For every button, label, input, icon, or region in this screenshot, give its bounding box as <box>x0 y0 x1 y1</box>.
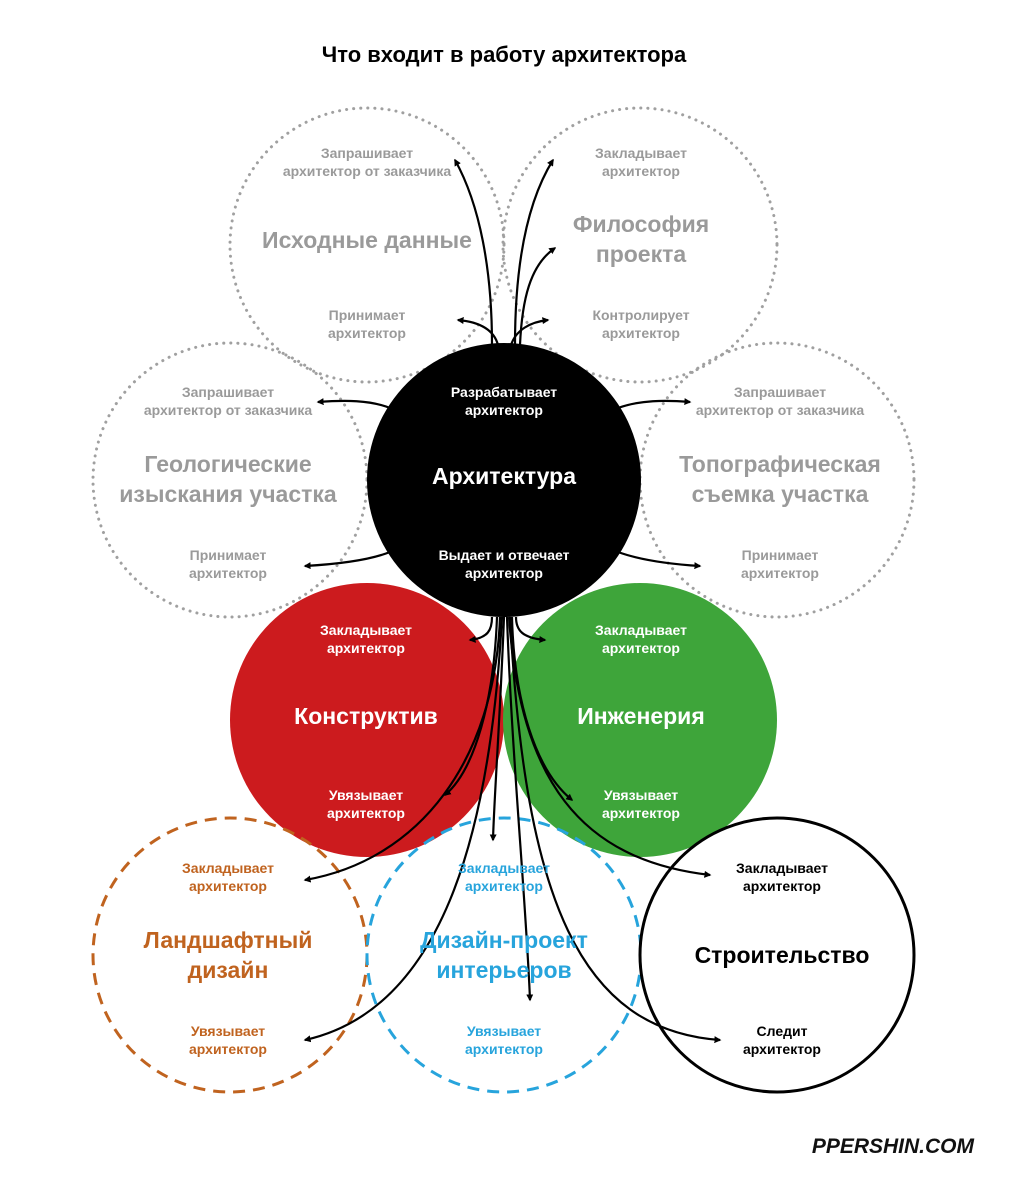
arrow-topography-request <box>617 398 692 410</box>
arrow-initial-request <box>454 158 494 346</box>
arrow-philosophy-control <box>509 317 550 346</box>
philosophy-circle <box>501 106 779 384</box>
structure-circle <box>230 583 504 857</box>
arrow-landscape-link <box>303 616 504 1043</box>
topography-circle <box>638 341 916 619</box>
initial-data-circle <box>228 106 506 384</box>
arrow-geology-accept <box>303 550 391 570</box>
arrow-construction-supervise <box>508 616 722 1044</box>
arrow-interior-link <box>505 616 534 1002</box>
construction-name: Строительство <box>695 942 870 968</box>
arrow-topography-accept <box>617 550 702 570</box>
arrow-construction-lay <box>507 616 712 878</box>
arrow-structure-lay <box>468 616 494 643</box>
architecture-name: Архитектура <box>432 463 576 489</box>
arrow-engineering-lay <box>514 616 547 643</box>
arrow-interior-lay <box>489 616 506 842</box>
arrow-geology-request <box>316 398 391 410</box>
architecture-circle <box>367 343 641 617</box>
arrows <box>303 158 722 1044</box>
initial-data-name: Исходные данные <box>262 227 472 253</box>
arrow-landscape-lay <box>303 616 502 883</box>
arrow-philosophy-lay <box>513 158 554 346</box>
brand-watermark: PPERSHIN.COM <box>812 1135 975 1158</box>
diagram-title: Что входит в работу архитектора <box>322 42 687 67</box>
arrow-initial-accept <box>456 317 500 346</box>
construction-circle <box>638 816 916 1094</box>
arrow-structure-link <box>443 616 499 796</box>
engineering-name: Инженерия <box>577 703 705 729</box>
arrow-philosophy-name <box>518 247 557 346</box>
engineering-circle <box>503 583 777 857</box>
structure-name: Конструктив <box>294 703 438 729</box>
circles <box>91 106 916 1094</box>
